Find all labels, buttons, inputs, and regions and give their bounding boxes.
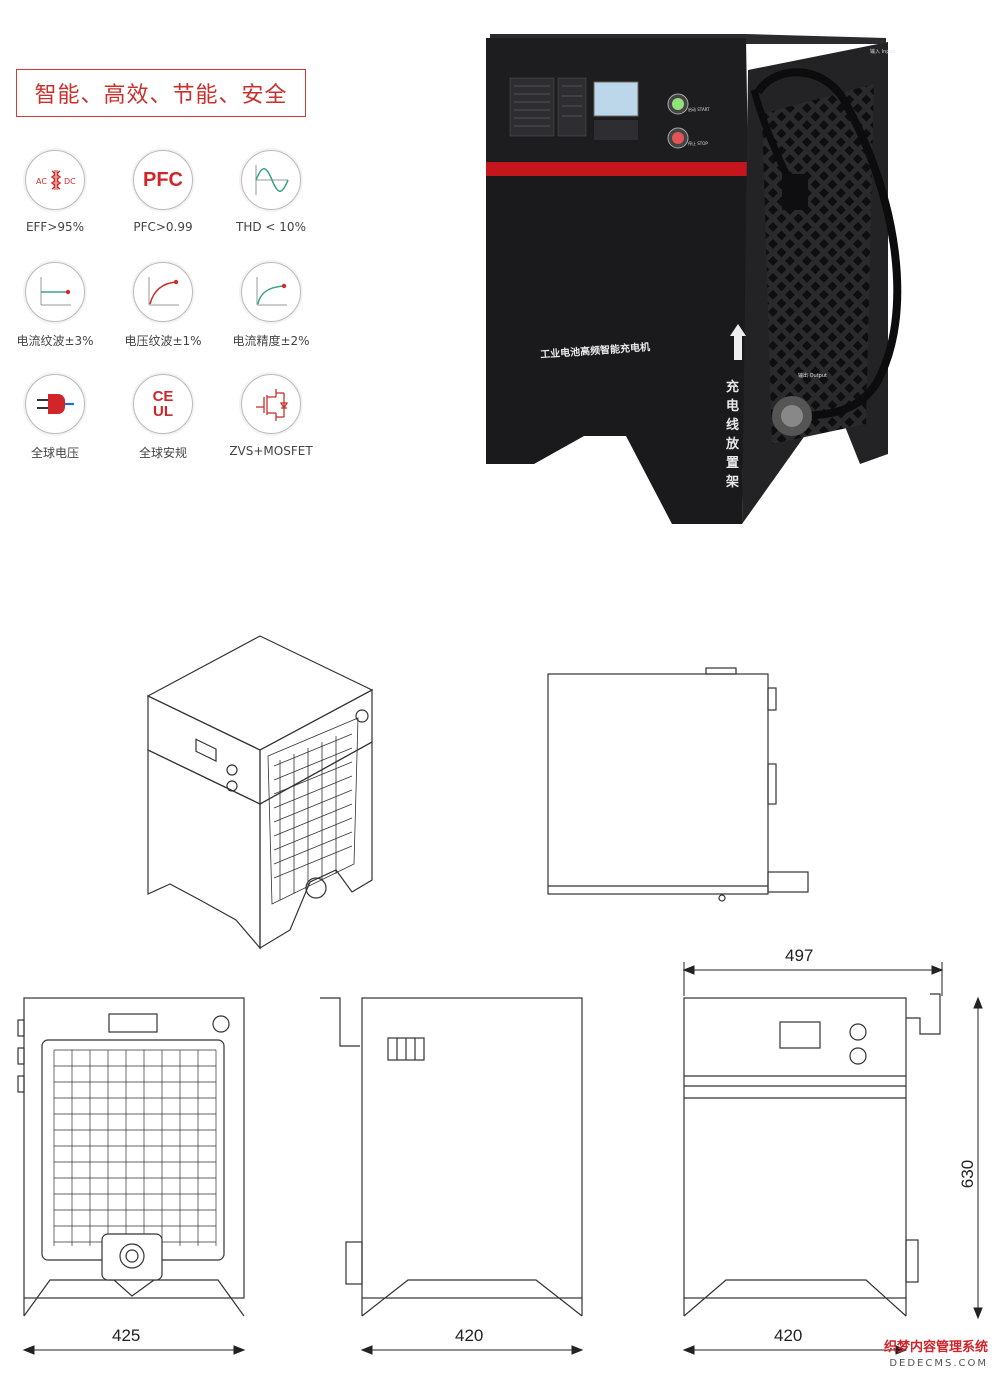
height-dimension: 630 (958, 1159, 978, 1189)
rear-width-dimension: 425 (112, 1326, 141, 1345)
rear-view-drawing (14, 990, 254, 1320)
feature-zvs-mosfet: ZVS+MOSFET (216, 374, 326, 458)
start-button-label: 启动 START (688, 107, 710, 112)
feature-current-accuracy: 电流精度±2% (216, 262, 326, 349)
side-width-dimension: 420 (455, 1326, 484, 1345)
sine-wave-icon (241, 150, 301, 210)
feature-label: 全球电压 (30, 446, 79, 460)
headline-text: 智能、高效、节能、安全 (34, 83, 288, 108)
feature-global-voltage: 全球电压 (0, 374, 110, 461)
output-label: 输出 Output (798, 373, 827, 379)
feature-label: 电压纹波±1% (124, 334, 202, 348)
feature-efficiency: AC DC EFF>95% (0, 150, 110, 234)
feature-pfc: PFC PFC>0.99 (108, 150, 218, 234)
feature-voltage-ripple: 电压纹波±1% (108, 262, 218, 349)
front-view-drawing (680, 990, 950, 1320)
feature-thd: THD < 10% (216, 150, 326, 234)
feature-label: THD < 10% (236, 220, 306, 234)
pfc-icon: PFC (133, 150, 193, 210)
input-label: 输入 Input (870, 49, 895, 55)
product-side-label: 充电线放置架 (726, 380, 740, 490)
headline-box: 智能、高效、节能、安全 (16, 69, 306, 117)
feature-label: ZVS+MOSFET (229, 444, 313, 458)
feature-current-ripple: 电流纹波±3% (0, 262, 110, 349)
feature-label: 电流纹波±3% (16, 334, 94, 348)
svg-text:DC: DC (64, 177, 76, 186)
mosfet-icon (241, 374, 301, 434)
depth-dimension: 497 (785, 946, 814, 965)
watermark-domain: DEDECMS.COM (889, 1358, 988, 1369)
current-accuracy-graph-icon (241, 262, 301, 322)
stop-button-label: 停止 STOP (688, 141, 708, 146)
feature-label: EFF>95% (25, 220, 85, 234)
product-photo (476, 24, 916, 540)
voltage-ripple-graph-icon (133, 262, 193, 322)
ac-dc-transformer-icon: AC DC (25, 150, 85, 210)
power-plug-icon (25, 374, 85, 434)
isometric-drawing (140, 630, 380, 960)
front-width-dimension: 420 (774, 1326, 803, 1345)
watermark-title: 织梦内容管理系统 (883, 1340, 988, 1355)
left-side-view-drawing (318, 990, 588, 1320)
current-ripple-graph-icon (25, 262, 85, 322)
feature-global-safety: CE UL 全球安规 (108, 374, 218, 461)
feature-label: 电流精度±2% (232, 334, 310, 348)
feature-label: 全球安规 (138, 446, 187, 460)
ce-ul-icon: CE UL (133, 374, 193, 434)
svg-text:AC: AC (36, 177, 47, 186)
side-view-drawing (540, 660, 820, 910)
feature-label: PFC>0.99 (133, 220, 193, 234)
